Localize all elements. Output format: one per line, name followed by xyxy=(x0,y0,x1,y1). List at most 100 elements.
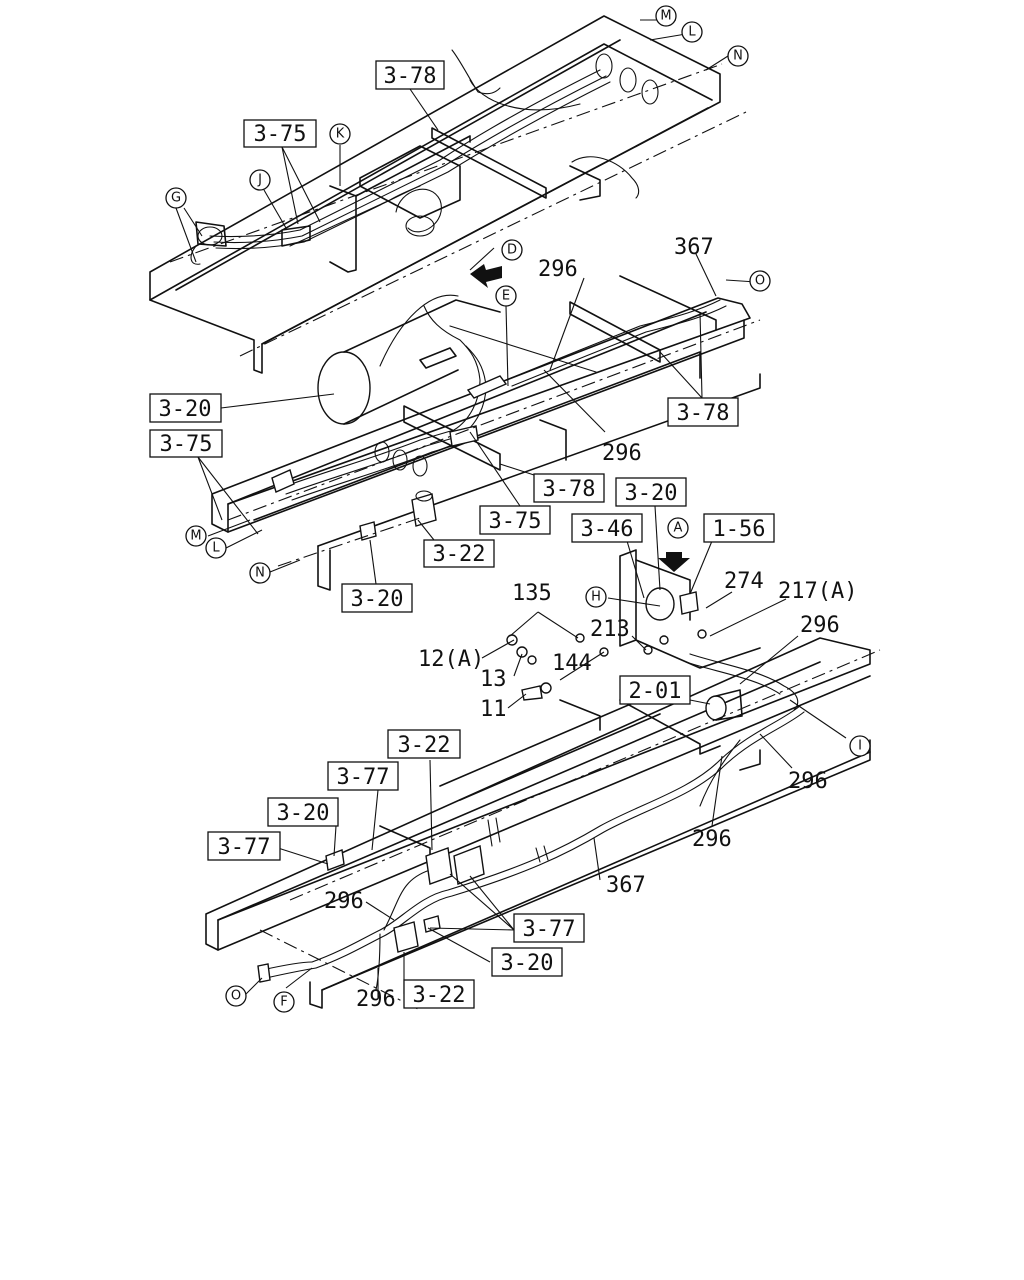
svg-text:A: A xyxy=(674,521,683,536)
label-296-mid-bottom: 296 xyxy=(602,441,642,466)
boxed-labels: 3-78 3-75 3-20 3-75 3-78 3-78 3-75 3-22 … xyxy=(149,60,775,1009)
svg-text:3-22: 3-22 xyxy=(398,733,451,758)
upper-frame-section xyxy=(149,15,747,374)
arrow-a-icon xyxy=(658,552,690,572)
circle-h: H xyxy=(585,586,607,608)
callout-3-20-bracket: 3-20 xyxy=(615,477,687,507)
callout-3-78-mid-lower: 3-78 xyxy=(533,473,605,503)
label-296-right: 296 xyxy=(800,613,840,638)
svg-text:1-56: 1-56 xyxy=(713,517,766,542)
svg-text:2-01: 2-01 xyxy=(629,679,682,704)
svg-text:3-22: 3-22 xyxy=(433,542,486,567)
svg-text:F: F xyxy=(280,995,287,1010)
callout-3-78-mid-right: 3-78 xyxy=(667,397,739,427)
callout-3-20-mid-left: 3-20 xyxy=(149,393,222,423)
circle-e: E xyxy=(495,285,517,307)
callout-3-22-mid: 3-22 xyxy=(423,539,495,568)
circle-k: K xyxy=(329,123,351,145)
label-367-mid: 367 xyxy=(674,235,714,260)
svg-text:3-75: 3-75 xyxy=(254,122,307,147)
svg-text:3-22: 3-22 xyxy=(413,983,466,1008)
circle-o-bottom: O xyxy=(225,985,247,1007)
label-11: 11 xyxy=(480,697,507,722)
callout-3-20-mid-bottom: 3-20 xyxy=(341,583,413,613)
callout-3-75-mid-lower: 3-75 xyxy=(479,505,551,535)
callout-3-22-lower-bottom: 3-22 xyxy=(403,979,475,1009)
label-274: 274 xyxy=(724,569,764,594)
svg-text:N: N xyxy=(255,566,265,581)
label-296-mid-top: 296 xyxy=(538,257,578,282)
svg-text:E: E xyxy=(502,289,510,304)
svg-text:3-77: 3-77 xyxy=(337,765,390,790)
svg-text:N: N xyxy=(733,49,743,64)
callout-3-77-upper: 3-77 xyxy=(327,761,399,791)
svg-text:3-20: 3-20 xyxy=(277,801,330,826)
circle-o-mid: O xyxy=(749,270,771,292)
lower-frame-section xyxy=(205,549,881,1011)
circle-a: A xyxy=(667,517,689,539)
label-12a: 12(A) xyxy=(418,647,484,672)
label-213: 213 xyxy=(590,617,630,642)
svg-text:K: K xyxy=(336,127,345,142)
circle-m-mid: M xyxy=(185,525,207,547)
callout-3-78-top: 3-78 xyxy=(375,60,445,90)
svg-text:3-46: 3-46 xyxy=(581,517,634,542)
svg-text:O: O xyxy=(755,274,765,289)
svg-text:L: L xyxy=(688,25,696,40)
label-13: 13 xyxy=(480,667,507,692)
svg-text:3-20: 3-20 xyxy=(625,481,678,506)
svg-text:I: I xyxy=(858,739,862,754)
circle-n-mid: N xyxy=(249,562,271,584)
callout-3-46: 3-46 xyxy=(571,513,643,543)
label-135: 135 xyxy=(512,581,552,606)
svg-text:3-75: 3-75 xyxy=(160,432,213,457)
svg-text:3-20: 3-20 xyxy=(159,397,212,422)
callout-3-75-mid-left: 3-75 xyxy=(149,429,223,458)
circle-f: F xyxy=(273,991,295,1013)
callout-3-77-left: 3-77 xyxy=(207,831,281,861)
circle-j: J xyxy=(249,169,271,191)
callout-3-75-top: 3-75 xyxy=(243,119,317,148)
svg-text:M: M xyxy=(190,529,201,544)
callout-3-77-right: 3-77 xyxy=(513,913,585,943)
callout-1-56: 1-56 xyxy=(703,513,775,543)
circle-d: D xyxy=(501,239,523,261)
svg-text:3-20: 3-20 xyxy=(501,951,554,976)
svg-text:J: J xyxy=(257,173,262,188)
callout-3-20-lower-left: 3-20 xyxy=(267,797,339,827)
svg-text:D: D xyxy=(507,243,517,258)
label-217a: 217(A) xyxy=(778,579,857,604)
middle-frame-section xyxy=(211,275,761,591)
label-296-lower-left: 296 xyxy=(324,889,364,914)
callout-3-20-lower-right: 3-20 xyxy=(491,947,563,977)
circle-l-top: L xyxy=(681,21,703,43)
circle-m-top: M xyxy=(655,5,677,27)
svg-text:3-20: 3-20 xyxy=(351,587,404,612)
circle-i: I xyxy=(849,735,871,757)
circle-labels: M L N K J G D E O M L N A H I O F xyxy=(165,5,871,1013)
callout-2-01: 2-01 xyxy=(619,675,691,705)
label-296-lower-right: 296 xyxy=(788,769,828,794)
svg-text:3-78: 3-78 xyxy=(543,477,596,502)
svg-text:3-78: 3-78 xyxy=(677,401,730,426)
callout-3-22-lower-top: 3-22 xyxy=(387,729,461,759)
plain-labels: 367 296 296 296 135 274 217(A) 213 12(A)… xyxy=(324,235,857,1012)
svg-text:3-77: 3-77 xyxy=(218,835,271,860)
label-296-bottom: 296 xyxy=(356,987,396,1012)
label-144: 144 xyxy=(552,651,592,676)
svg-text:3-77: 3-77 xyxy=(523,917,576,942)
svg-text:3-75: 3-75 xyxy=(489,509,542,534)
label-296-lower-mid: 296 xyxy=(692,827,732,852)
svg-text:M: M xyxy=(660,9,671,24)
arrow-d-icon xyxy=(470,264,502,288)
circle-g: G xyxy=(165,187,187,209)
svg-text:H: H xyxy=(591,590,601,605)
svg-text:L: L xyxy=(212,541,220,556)
circle-l-mid: L xyxy=(205,537,227,559)
svg-text:3-78: 3-78 xyxy=(384,64,437,89)
label-367-lower: 367 xyxy=(606,873,646,898)
svg-text:O: O xyxy=(231,989,241,1004)
svg-text:G: G xyxy=(171,191,181,206)
circle-n-top: N xyxy=(727,45,749,67)
